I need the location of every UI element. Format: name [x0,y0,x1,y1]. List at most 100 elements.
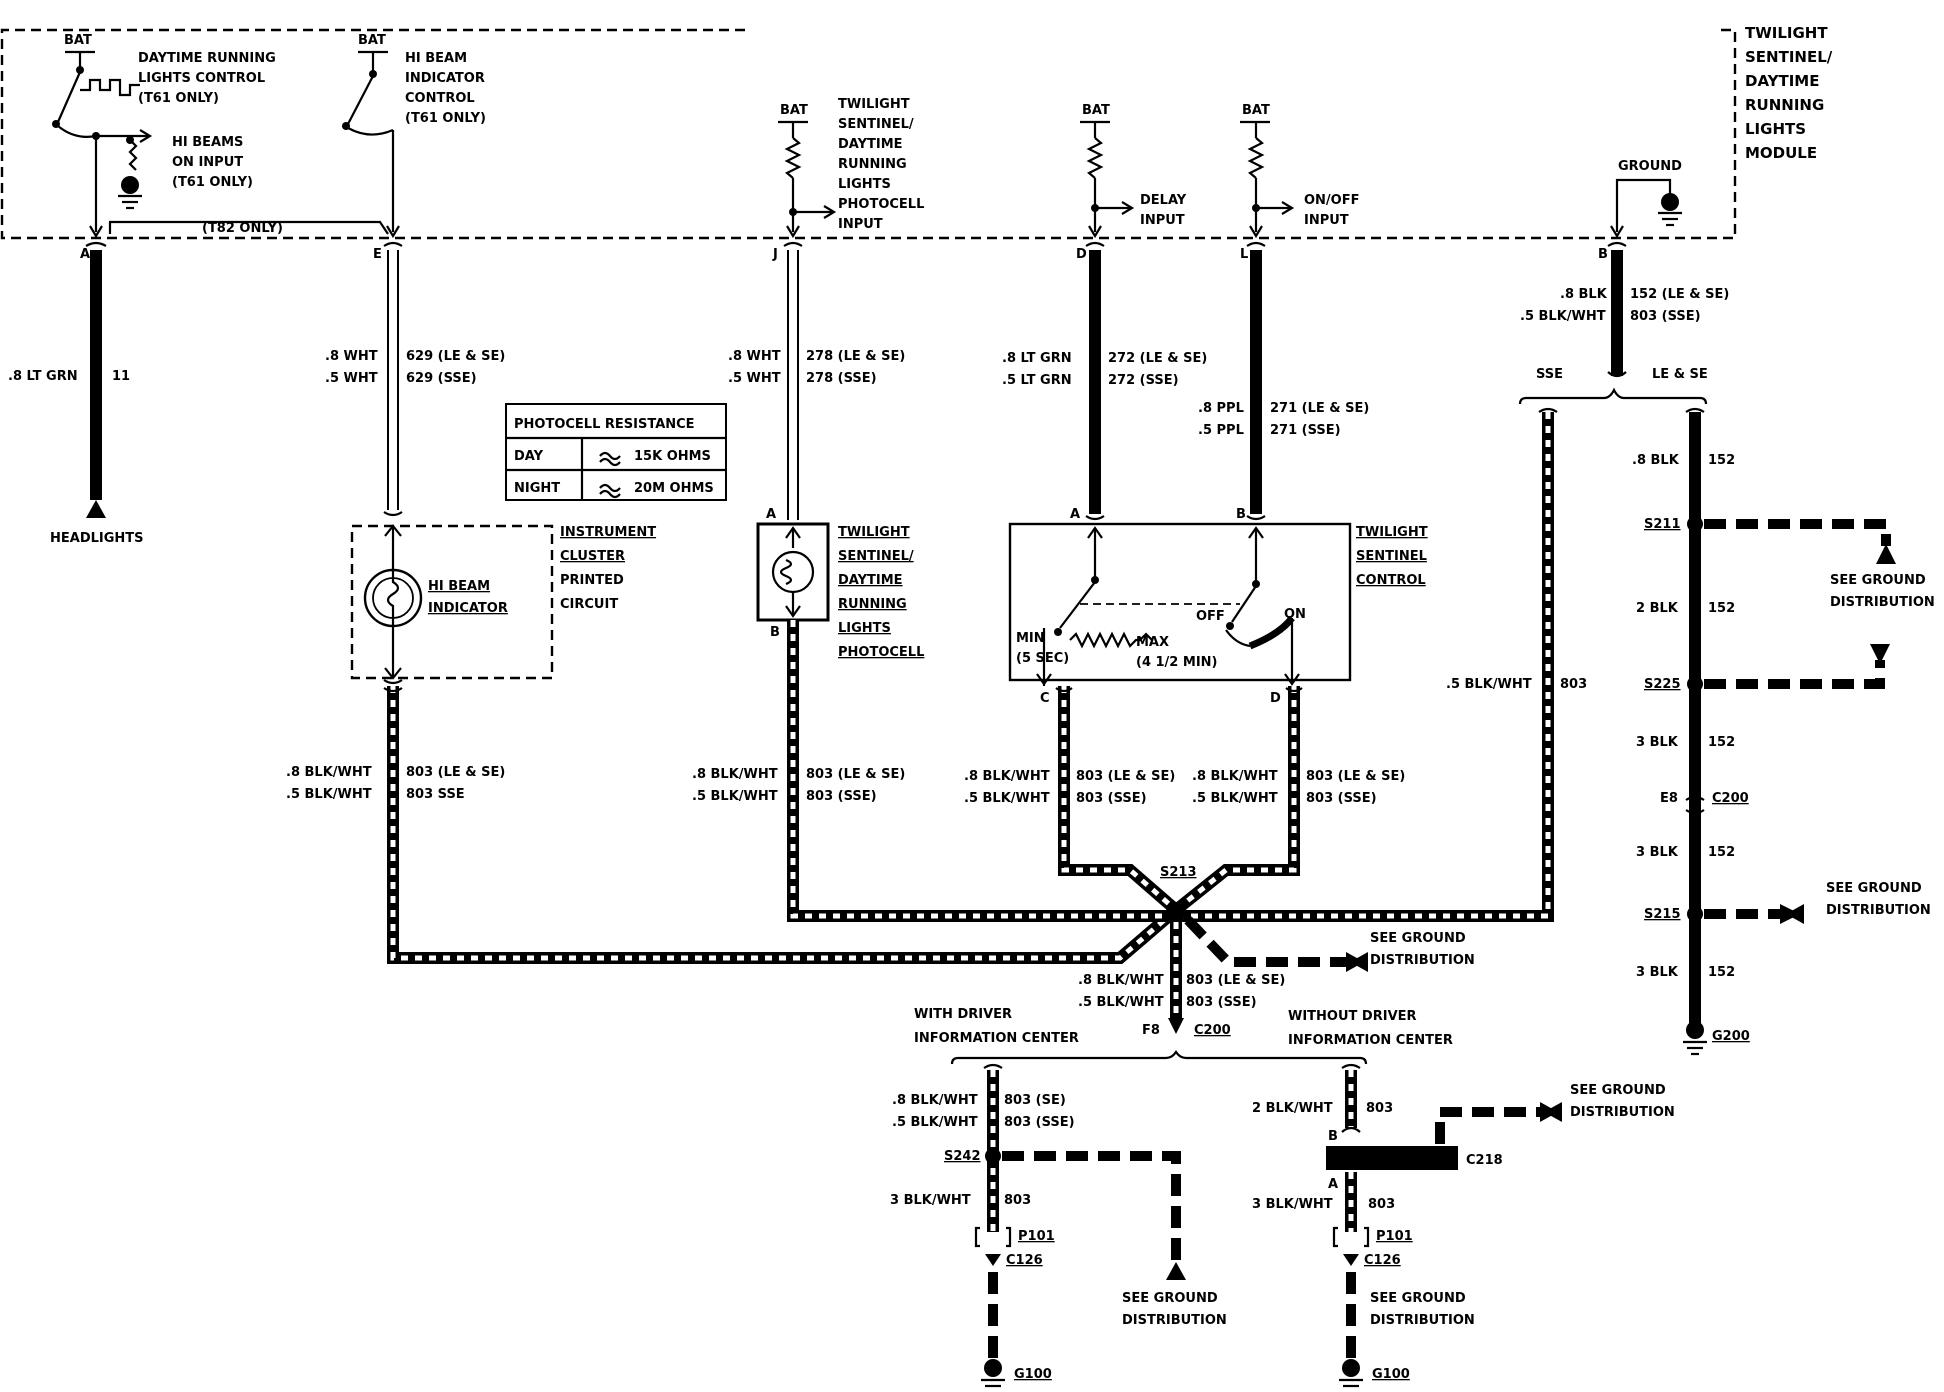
ret-e-g1: .8 BLK/WHT [286,765,372,780]
see-ground-line: DISTRIBUTION [1570,1105,1675,1120]
photocell-line: DAYTIME [838,573,903,588]
module-title: TWILIGHT SENTINEL/ DAYTIME RUNNING LIGHT… [1745,24,1833,162]
pin-a: A [80,247,90,262]
t82-label: (T82 ONLY) [202,221,283,236]
splice-s225: S225 [1644,677,1681,692]
ret-d-g2: .5 BLK/WHT [1192,791,1278,806]
see-ground-line: DISTRIBUTION [1826,903,1931,918]
ret-d-g1: .8 BLK/WHT [1192,769,1278,784]
control-pin-c: C [1040,691,1050,706]
wire-e-g2: .5 WHT [325,371,378,386]
splice-s215: S215 [1644,907,1681,922]
ground-g200: G200 [1712,1029,1750,1044]
chain-w2-circuit: 152 [1708,601,1735,616]
wire-a-gauge: .8 LT GRN [8,369,78,384]
wire-e-c1: 629 (LE & SE) [406,349,505,364]
instrument-cluster-line: PRINTED [560,573,624,588]
wire-b-c2: 803 (SSE) [1630,309,1701,324]
photocell-line: LIGHTS [838,621,891,636]
ret-c-c2: 803 (SSE) [1076,791,1147,806]
main-g1: .8 BLK/WHT [1078,973,1164,988]
with-dic-line: WITH DRIVER [914,1007,1012,1022]
wire-b: .8 BLK .5 BLK/WHT 152 (LE & SE) 803 (SSE… [1518,250,1729,413]
sse-wire-circuit: 803 [1560,677,1587,692]
onoff-input-line: INPUT [1304,213,1349,228]
drl-label-line: LIGHTS CONTROL [138,71,265,86]
with-g1: .8 BLK/WHT [892,1093,978,1108]
delay-input-line: INPUT [1140,213,1185,228]
hibeam-ctrl-line: HI BEAM [405,51,467,66]
module-boundary [0,28,1737,240]
photocell-input: BAT TWILIGHT SENTINEL/ DAYTIME RUNNING L… [778,97,924,239]
module-title-line: LIGHTS [1745,120,1806,138]
chain-w5-gauge: 3 BLK [1636,965,1679,980]
main-g2: .5 BLK/WHT [1078,995,1164,1010]
hi-beams-on-line: (T61 ONLY) [172,175,253,190]
photocell-input-line: RUNNING [838,157,907,172]
wire-j-c1: 278 (LE & SE) [806,349,905,364]
wire-l-c2: 271 (SSE) [1270,423,1341,438]
wire-b-c1: 152 (LE & SE) [1630,287,1729,302]
see-ground-line: SEE GROUND [1370,1291,1466,1306]
control-off: OFF [1196,609,1225,624]
see-ground-line: SEE GROUND [1830,573,1926,588]
wire-l-g2: .5 PPL [1198,423,1244,438]
without-c126: C126 [1364,1253,1401,1268]
photocell-table-title: PHOTOCELL RESISTANCE [514,417,695,432]
main-c200: C200 [1194,1023,1231,1038]
see-ground-line: DISTRIBUTION [1122,1313,1227,1328]
pin-labels: A E J D L B [80,247,1608,262]
splice-s213: S213 SEE GROUND DISTRIBUTION [1160,865,1475,972]
photocell-input-line: TWILIGHT [838,97,910,112]
wire-b-lese: LE & SE [1652,367,1708,382]
see-ground-line: SEE GROUND [1370,931,1466,946]
ret-j-c1: 803 (LE & SE) [806,767,905,782]
headlights-label: HEADLIGHTS [50,531,144,546]
ret-e-c2: 803 SSE [406,787,465,802]
drl-switch: BAT DAYTIME RUNNING LIGHTS CONTROL (T61 … [52,33,276,239]
chain-w3-gauge: 3 BLK [1636,735,1679,750]
sse-return-wire: .5 BLK/WHT 803 [1176,412,1587,922]
ground-links-right: SEE GROUND DISTRIBUTION SEE GROUND DISTR… [1704,519,1935,924]
bat-label: BAT [1242,103,1270,118]
photocell-resistance-table: PHOTOCELL RESISTANCE DAY 15K OHMS NIGHT … [505,403,727,501]
photocell-line: SENTINEL/ [838,549,914,564]
photocell-day-label: DAY [514,449,544,464]
photocell-pin-b: B [770,625,780,640]
wire-j: .8 WHT .5 WHT 278 (LE & SE) 278 (SSE) A … [728,250,905,640]
ret-c-c1: 803 (LE & SE) [1076,769,1175,784]
bat-label: BAT [1082,103,1110,118]
with-c3: 803 [1004,1193,1031,1208]
sentinel-control: MIN (5 SEC) MAX (4 1/2 MIN) OFF ON TWILI… [1008,522,1428,706]
module-title-line: TWILIGHT [1745,24,1828,42]
module-title-line: SENTINEL/ [1745,48,1833,66]
hi-beam-indicator-line: HI BEAM [428,579,490,594]
instrument-cluster-line: CLUSTER [560,549,625,564]
ret-d-c2: 803 (SSE) [1306,791,1377,806]
wire-a: .8 LT GRN 11 HEADLIGHTS [8,250,144,546]
with-c2: 803 (SSE) [1004,1115,1075,1130]
sse-wire-gauge: .5 BLK/WHT [1446,677,1532,692]
without-dic-line: INFORMATION CENTER [1288,1033,1453,1048]
wire-j-g2: .5 WHT [728,371,781,386]
photocell-night-value: 20M OHMS [634,481,714,496]
splice-s211: S211 [1644,517,1681,532]
control-max: MAX [1136,635,1169,650]
wire-l-g1: .8 PPL [1198,401,1244,416]
chain-w5-circuit: 152 [1708,965,1735,980]
wire-a-circuit: 11 [112,369,130,384]
wire-e-c2: 629 (SSE) [406,371,477,386]
without-p101: P101 [1376,1229,1413,1244]
main-ground-wire: .8 BLK/WHT .5 BLK/WHT 803 (LE & SE) 803 … [950,922,1368,1065]
control-pin-b: B [1236,507,1246,522]
with-c126: C126 [1006,1253,1043,1268]
wire-e-g1: .8 WHT [325,349,378,364]
wire-b-sse: SSE [1536,367,1563,382]
ret-j-c2: 803 (SSE) [806,789,877,804]
instrument-cluster: HI BEAM INDICATOR INSTRUMENT CLUSTER PRI… [350,524,656,685]
bat-label: BAT [780,103,808,118]
see-ground-line: SEE GROUND [1826,881,1922,896]
chain-w1-gauge: .8 BLK [1632,453,1680,468]
with-dic-line: INFORMATION CENTER [914,1031,1079,1046]
instrument-cluster-line: INSTRUMENT [560,525,656,540]
